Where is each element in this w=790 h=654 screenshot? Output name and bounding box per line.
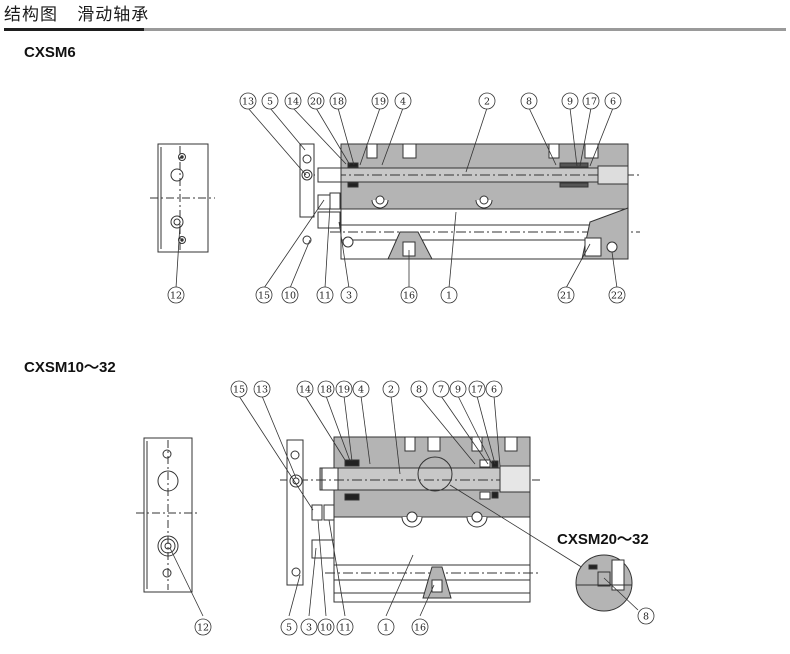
callout-circle-14 [296, 380, 314, 398]
cxsm6-leaders [175, 107, 618, 289]
callout-number-20: 20 [310, 97, 322, 108]
callout-number-5: 5 [267, 97, 273, 108]
title-underline-gray [144, 28, 786, 31]
callout-circle-4 [394, 92, 412, 110]
callout-circle-2 [382, 380, 400, 398]
callout-circle-8 [520, 92, 538, 110]
callout-circle-19 [335, 380, 353, 398]
callout-number-3: 3 [346, 291, 352, 302]
callout-number-12: 12 [197, 623, 209, 634]
callout-circle-1 [440, 286, 458, 304]
callout-circle-9 [449, 380, 467, 398]
page-title: 结构图 滑动轴承 [4, 0, 149, 25]
callout-circle-18 [329, 92, 347, 110]
callout-number-8: 8 [526, 97, 532, 108]
callout-circle-7 [432, 380, 450, 398]
cxsm20-32-detail [575, 554, 639, 612]
callout-number-4: 4 [358, 385, 364, 396]
callout-circle-12 [167, 286, 185, 304]
callout-circle-1 [377, 618, 395, 636]
callout-circle-17 [468, 380, 486, 398]
callout-number-22: 22 [611, 291, 623, 302]
callout-circle-16 [411, 618, 429, 636]
callout-circle-5 [261, 92, 279, 110]
callout-number-13: 13 [242, 97, 254, 108]
callout-number-1: 1 [383, 623, 389, 634]
callout-number-17: 17 [585, 97, 597, 108]
callout-circle-11 [336, 618, 354, 636]
callout-circle-4 [352, 380, 370, 398]
callout-circle-15 [255, 286, 273, 304]
title-underline-dark [4, 28, 144, 31]
callout-circle-11 [316, 286, 334, 304]
callout-circle-6 [485, 380, 503, 398]
cxsm10-leaders [169, 395, 584, 617]
callout-number-2: 2 [388, 385, 394, 396]
callout-number-14: 14 [299, 385, 311, 396]
callout-number-16: 16 [403, 291, 415, 302]
callout-circle-8 [637, 607, 655, 625]
callout-circle-10 [317, 618, 335, 636]
callout-circle-3 [340, 286, 358, 304]
callout-circle-8 [410, 380, 428, 398]
callout-number-13: 13 [256, 385, 268, 396]
section-label-cxsm6: CXSM6 [24, 44, 76, 61]
callout-number-12: 12 [170, 291, 182, 302]
title-main: 结构图 [4, 5, 58, 25]
callout-circle-2 [478, 92, 496, 110]
callout-number-7: 7 [438, 385, 444, 396]
callout-circle-12 [194, 618, 212, 636]
callout-circle-16 [400, 286, 418, 304]
callout-circle-13 [239, 92, 257, 110]
callout-circle-3 [300, 618, 318, 636]
section-label-cxsm20-32: CXSM20～32 [557, 531, 649, 548]
cxsm6-side-view [150, 143, 215, 253]
callout-number-10: 10 [320, 623, 332, 634]
cxsm10-main-view [280, 436, 540, 603]
callout-circle-10 [281, 286, 299, 304]
callout-number-3: 3 [306, 623, 312, 634]
callout-number-1: 1 [446, 291, 452, 302]
callout-circle-15 [230, 380, 248, 398]
callout-number-17: 17 [471, 385, 483, 396]
cxsm10-side-view [136, 437, 200, 593]
callout-circle-9 [561, 92, 579, 110]
callout-circle-13 [253, 380, 271, 398]
callout-number-18: 18 [320, 385, 332, 396]
callout-number-14: 14 [287, 97, 299, 108]
callout-number-8: 8 [416, 385, 422, 396]
callout-number-11: 11 [319, 291, 331, 302]
callout-number-10: 10 [284, 291, 296, 302]
callout-circle-5 [280, 618, 298, 636]
callout-circle-20 [307, 92, 325, 110]
section-label-cxsm10-32: CXSM10～32 [24, 359, 116, 376]
callout-circle-6 [604, 92, 622, 110]
callout-number-11: 11 [339, 623, 351, 634]
callout-number-8: 8 [643, 612, 649, 623]
callout-number-16: 16 [414, 623, 426, 634]
callout-number-2: 2 [484, 97, 490, 108]
callout-circle-18 [317, 380, 335, 398]
callout-circle-17 [582, 92, 600, 110]
callout-circle-21 [557, 286, 575, 304]
callout-number-15: 15 [233, 385, 245, 396]
callout-number-6: 6 [491, 385, 497, 396]
callout-number-18: 18 [332, 97, 344, 108]
callout-number-15: 15 [258, 291, 270, 302]
callout-number-6: 6 [610, 97, 616, 108]
callout-circle-19 [371, 92, 389, 110]
callout-number-19: 19 [338, 385, 350, 396]
cxsm6-main-view [299, 143, 640, 260]
callout-circle-22 [608, 286, 626, 304]
callout-number-4: 4 [400, 97, 406, 108]
callout-circle-14 [284, 92, 302, 110]
callout-number-5: 5 [286, 623, 292, 634]
title-sub: 滑动轴承 [77, 5, 150, 25]
callout-number-9: 9 [567, 97, 573, 108]
callout-number-21: 21 [560, 291, 572, 302]
callout-number-9: 9 [455, 385, 461, 396]
callout-number-19: 19 [374, 97, 386, 108]
